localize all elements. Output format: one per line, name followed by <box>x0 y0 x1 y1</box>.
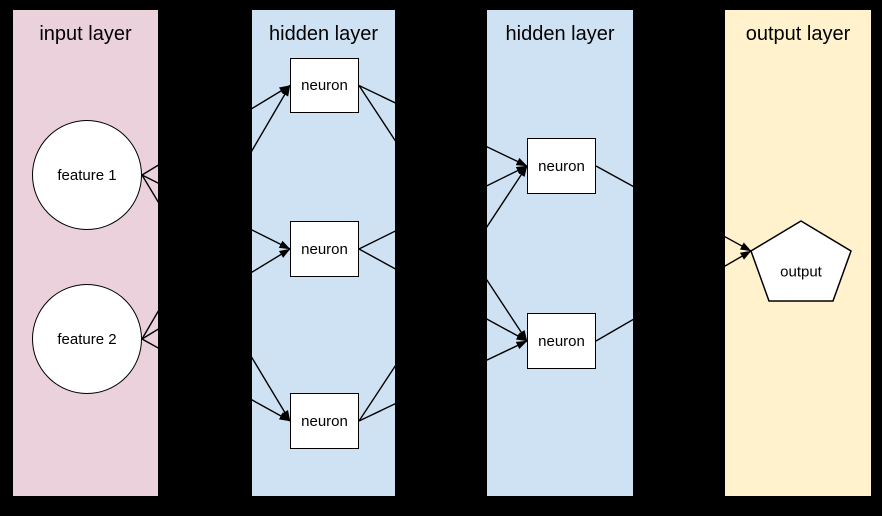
layer-column-input[interactable]: input layer <box>13 10 158 496</box>
layer-title-output: output layer <box>745 23 851 45</box>
layer-title-hidden-2: hidden layer <box>505 23 615 45</box>
node-feature-2-label: feature 2 <box>57 330 117 348</box>
node-neuron-3-label: neuron <box>301 412 348 430</box>
node-feature-1[interactable]: feature 1 <box>32 120 142 230</box>
node-neuron-4-label: neuron <box>538 157 585 175</box>
pentagon-icon <box>750 220 852 302</box>
node-neuron-1[interactable]: neuron <box>290 58 359 113</box>
node-neuron-3[interactable]: neuron <box>290 393 359 449</box>
layer-title-hidden-1: hidden layer <box>269 23 378 45</box>
node-feature-2[interactable]: feature 2 <box>32 284 142 394</box>
layer-column-hidden-2[interactable]: hidden layer <box>487 10 633 496</box>
node-neuron-5-label: neuron <box>538 332 585 350</box>
node-neuron-2[interactable]: neuron <box>290 221 359 277</box>
node-output-label: output <box>780 263 822 281</box>
layer-title-input: input layer <box>39 23 132 45</box>
node-neuron-2-label: neuron <box>301 240 348 258</box>
node-neuron-1-label: neuron <box>301 77 348 94</box>
node-feature-1-label: feature 1 <box>57 166 117 184</box>
node-neuron-5[interactable]: neuron <box>527 313 596 369</box>
node-neuron-4[interactable]: neuron <box>527 138 596 194</box>
node-output[interactable]: output <box>750 220 852 302</box>
